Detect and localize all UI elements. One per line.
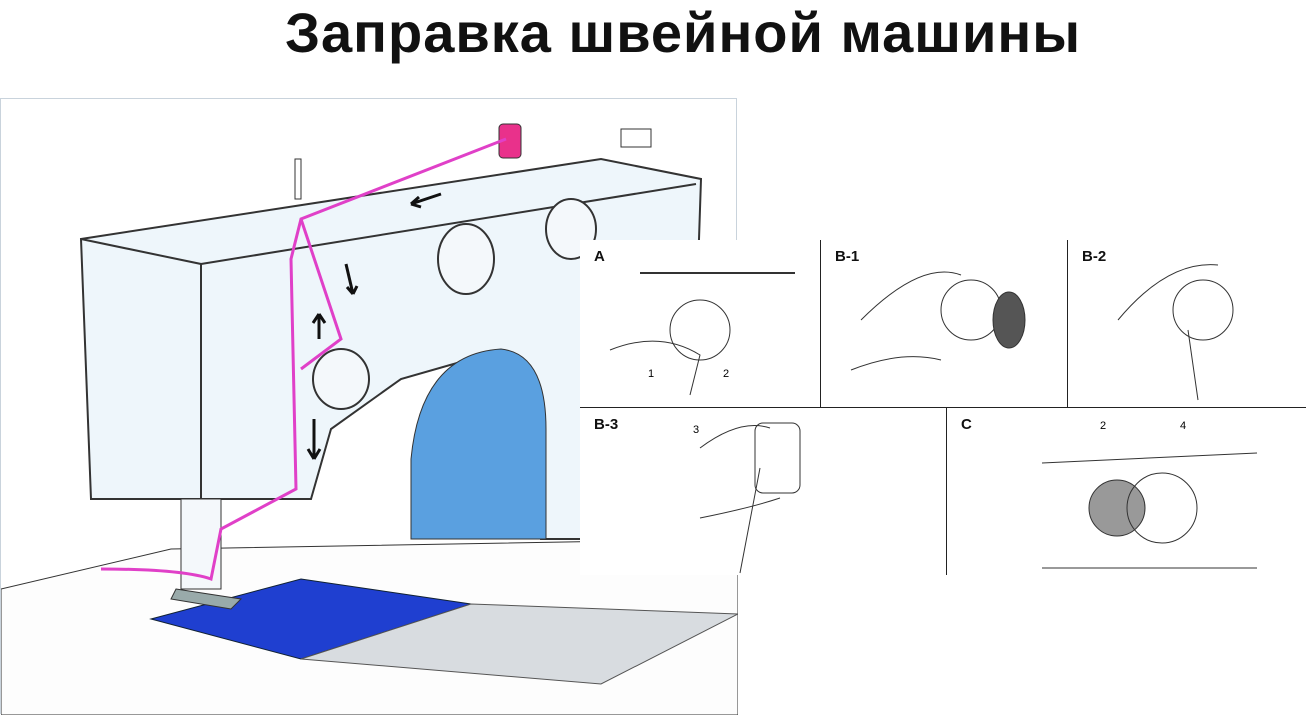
callout-2: 2 [1100,420,1107,432]
slide-title: Заправка швейной машины [284,1,1082,64]
step-panel-b3: B-3 3 [580,408,946,575]
step-panel-b1: B-1 [821,240,1067,407]
callout-2: 2 [723,368,730,380]
step-panel-c: C 2 4 [947,408,1306,575]
step-label: B-1 [835,248,860,265]
bobbin-threading-steps: A 1 2 B-1 B-2 B-3 3 C 2 4 [580,240,1306,575]
step-label: A [594,248,605,265]
step-panel-a: A 1 2 [580,240,820,407]
callout-4: 4 [1180,420,1187,432]
callout-3: 3 [693,424,700,436]
step-panel-b2: B-2 [1068,240,1306,407]
step-label: B-2 [1082,248,1107,265]
callout-1: 1 [648,368,655,380]
step-label: C [961,416,972,433]
step-label: B-3 [594,416,619,433]
